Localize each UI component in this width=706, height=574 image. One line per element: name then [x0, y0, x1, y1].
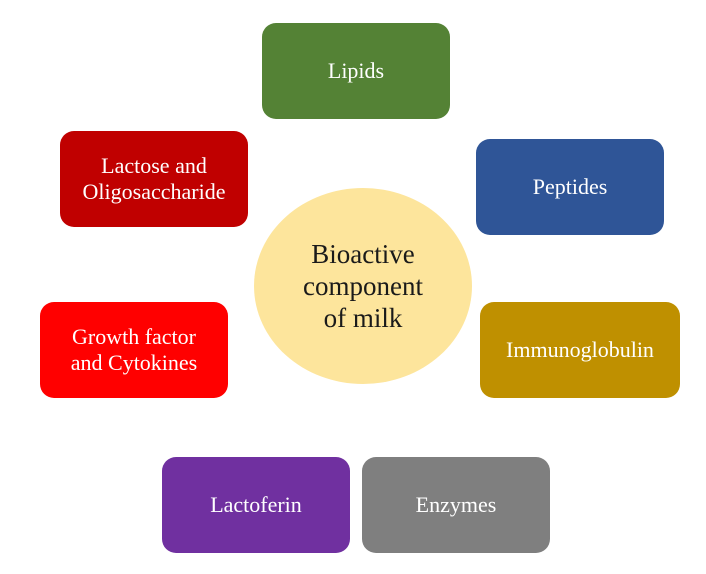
- component-enzymes: Enzymes: [362, 457, 550, 553]
- component-immunoglobulin: Immunoglobulin: [480, 302, 680, 398]
- component-lipids: Lipids: [262, 23, 450, 119]
- component-lactose-oligosaccharide: Lactose and Oligosaccharide: [60, 131, 248, 227]
- component-growth-factor-cytokines: Growth factor and Cytokines: [40, 302, 228, 398]
- component-peptides: Peptides: [476, 139, 664, 235]
- center-circle: Bioactive component of milk: [254, 188, 472, 384]
- component-lactoferin: Lactoferin: [162, 457, 350, 553]
